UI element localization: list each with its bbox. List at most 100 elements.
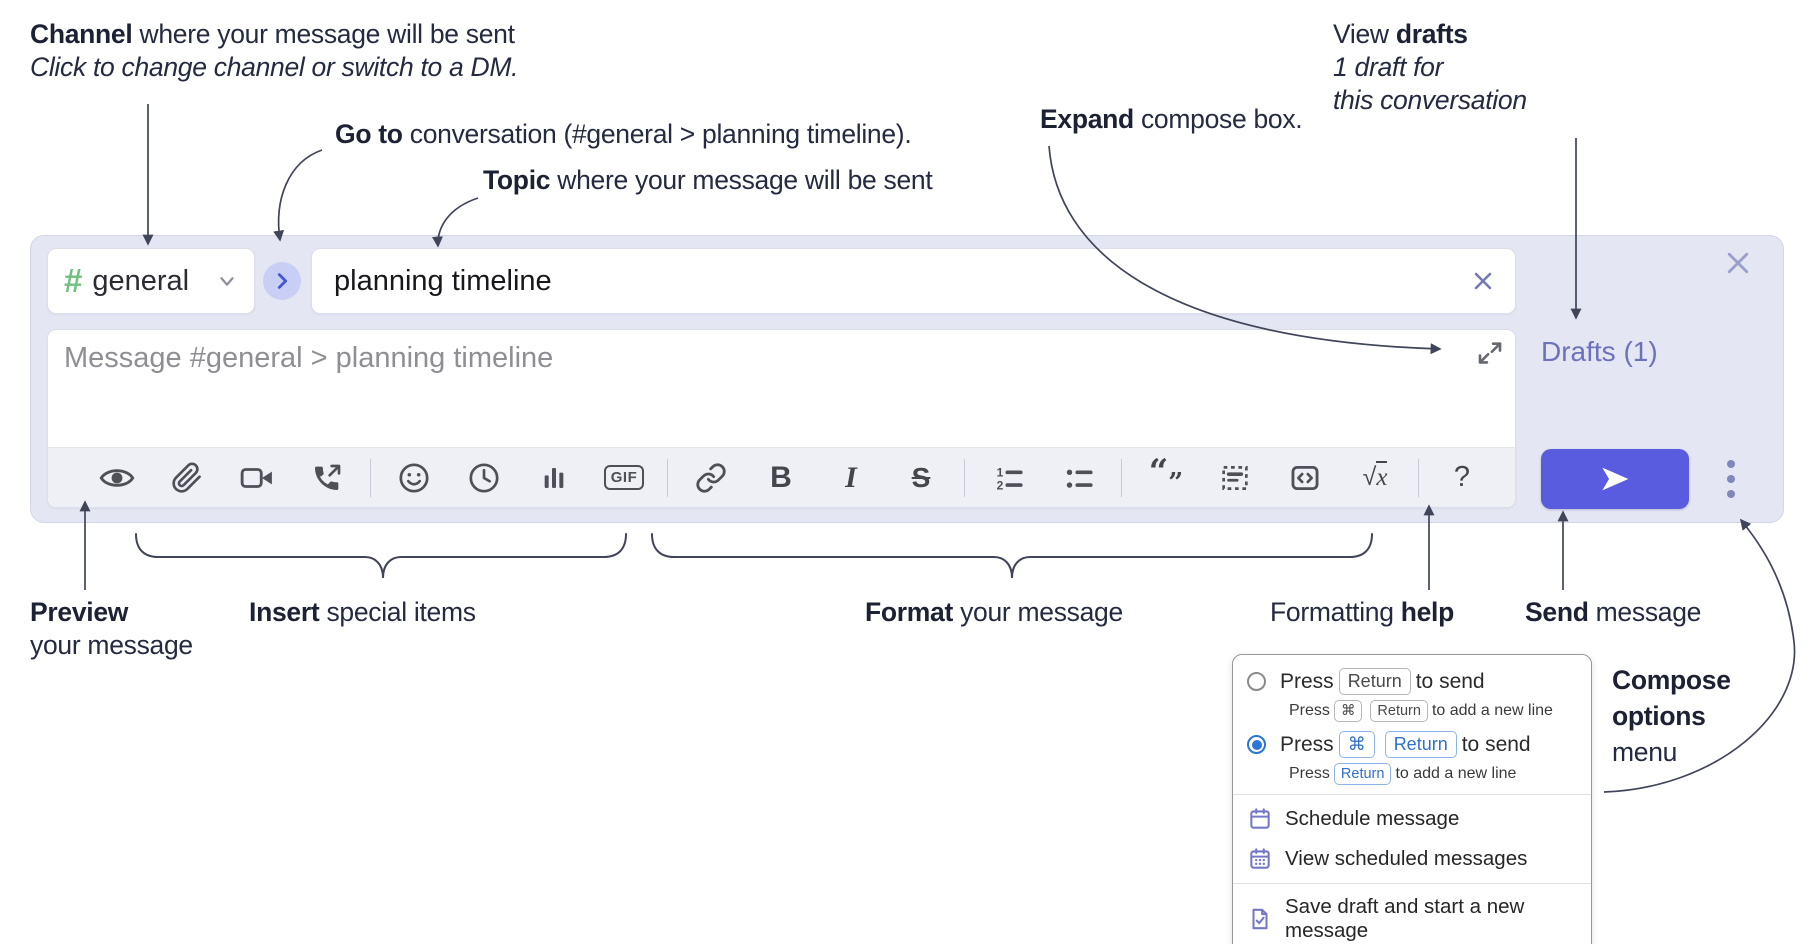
schedule-message-item[interactable]: Schedule message [1233,799,1591,839]
clear-topic-icon[interactable] [1469,267,1497,295]
drafts-link[interactable]: Drafts (1) [1541,336,1658,367]
emoji-icon[interactable] [379,455,449,501]
toolbar-divider [1121,458,1122,497]
format-note-bold: Format [865,597,954,627]
radio-unselected[interactable] [1247,672,1266,691]
close-compose-icon[interactable] [1723,248,1753,278]
attach-file-icon[interactable] [152,455,222,501]
underbrace-format [651,533,1373,579]
spoiler-icon[interactable] [1200,455,1270,501]
menu-divider [1233,794,1591,795]
topic-input[interactable]: planning timeline [311,248,1516,314]
enter-sends-subtext: Press ⌘ Return to add a new line [1233,700,1591,722]
global-time-icon[interactable] [449,455,519,501]
insert-note-bold: Insert [249,597,320,627]
ellipsis-dot [1727,460,1735,468]
view-scheduled-messages-item[interactable]: View scheduled messages [1233,839,1591,879]
expand-note-rest: compose box. [1133,104,1303,134]
bold-label: B [770,460,792,494]
compose-options-note-l1: Compose [1612,665,1731,695]
chevron-right-icon [277,273,288,289]
cmd-enter-sends-option[interactable]: Press ⌘ Return to send [1233,731,1591,758]
channel-note-rest: where your message will be sent [132,19,515,49]
opt2-after: to send [1461,732,1531,756]
formatting-help-icon[interactable]: ? [1427,455,1497,501]
math-icon[interactable]: √x [1340,455,1410,501]
compose-options-button[interactable] [1709,449,1753,509]
topic-note-bold: Topic [483,165,551,195]
go-to-conversation-button[interactable] [263,262,301,300]
topic-note: Topic where your message will be sent [483,164,933,197]
topic-value: planning timeline [334,264,552,297]
quote-icon[interactable]: “” [1130,455,1200,501]
poll-icon[interactable] [519,455,589,501]
opt1-sub-press: Press [1289,702,1330,719]
message-placeholder: Message #general > planning timeline [64,342,554,374]
bulleted-list-icon[interactable] [1043,455,1113,501]
preview-eye-icon[interactable] [82,455,152,501]
compose-options-menu: Press Return to send Press ⌘ Return to a… [1232,654,1592,944]
quote-open: “ [1148,452,1169,492]
opt1-press: Press [1280,669,1334,693]
italic-icon[interactable]: I [816,455,886,501]
expand-compose-icon[interactable] [1475,338,1505,368]
enter-sends-option[interactable]: Press Return to send [1233,668,1591,695]
format-note: Format your message [865,596,1123,629]
send-icon [1602,467,1629,491]
message-compose-area[interactable]: Message #general > planning timeline [47,329,1516,508]
opt1-sub-after: to add a new line [1431,702,1553,719]
save-draft-item[interactable]: Save draft and start a new message [1233,888,1591,944]
insert-note-rest: special items [319,597,476,627]
chevron-down-icon [220,277,234,286]
drafts-note-sub1: 1 draft for [1333,52,1444,82]
sqrt-glyph: √ [1362,463,1377,491]
link-icon[interactable] [676,455,746,501]
preview-note: Preview your message [30,596,193,662]
code-icon[interactable] [1270,455,1340,501]
return-key: Return [1338,668,1411,695]
cmd-enter-sends-subtext: Press Return to add a new line [1233,763,1591,785]
cmd-key: ⌘ [1333,700,1363,722]
topic-note-rest: where your message will be sent [550,165,933,195]
help-label: ? [1453,461,1471,493]
schedule-message-label: Schedule message [1285,807,1460,830]
menu-divider [1233,883,1591,884]
format-note-rest: your message [953,597,1123,627]
goto-note-bold: Go to [335,119,403,149]
expand-note-bold: Expand [1040,104,1134,134]
svg-text:1: 1 [997,465,1004,479]
compose-options-note-l2: options [1612,701,1706,731]
draft-check-icon [1252,908,1268,930]
ellipsis-dot [1727,490,1735,498]
video-call-icon[interactable] [222,455,292,501]
view-scheduled-label: View scheduled messages [1285,847,1528,870]
toolbar-divider [964,458,965,497]
return-key: Return [1384,731,1457,758]
toolbar-divider [1418,458,1419,497]
underbrace-insert [135,533,627,579]
voice-call-icon[interactable] [292,455,362,501]
calendar-icon [1250,808,1270,829]
send-note: Send message [1525,596,1701,629]
channel-selector[interactable]: # general [47,248,255,314]
send-button[interactable] [1541,449,1689,509]
channel-note-bold: Channel [30,19,133,49]
drafts-note-bold: drafts [1395,19,1468,49]
gif-label: GIF [603,465,645,490]
bold-icon[interactable]: B [746,455,816,501]
compose-options-note: Compose options menu [1612,662,1731,770]
send-note-bold: Send [1525,597,1589,627]
gif-icon[interactable]: GIF [589,455,659,501]
formatting-help-note-pre: Formatting [1270,597,1401,627]
save-draft-label: Save draft and start a new message [1285,895,1525,942]
svg-text:2: 2 [997,478,1004,492]
arrow-goto [273,149,323,242]
preview-note-bold: Preview [30,597,129,627]
channel-name: general [92,264,190,297]
strikethrough-icon[interactable]: S [886,455,956,501]
calendar-days-icon [1250,848,1270,869]
radio-selected[interactable] [1247,735,1266,754]
